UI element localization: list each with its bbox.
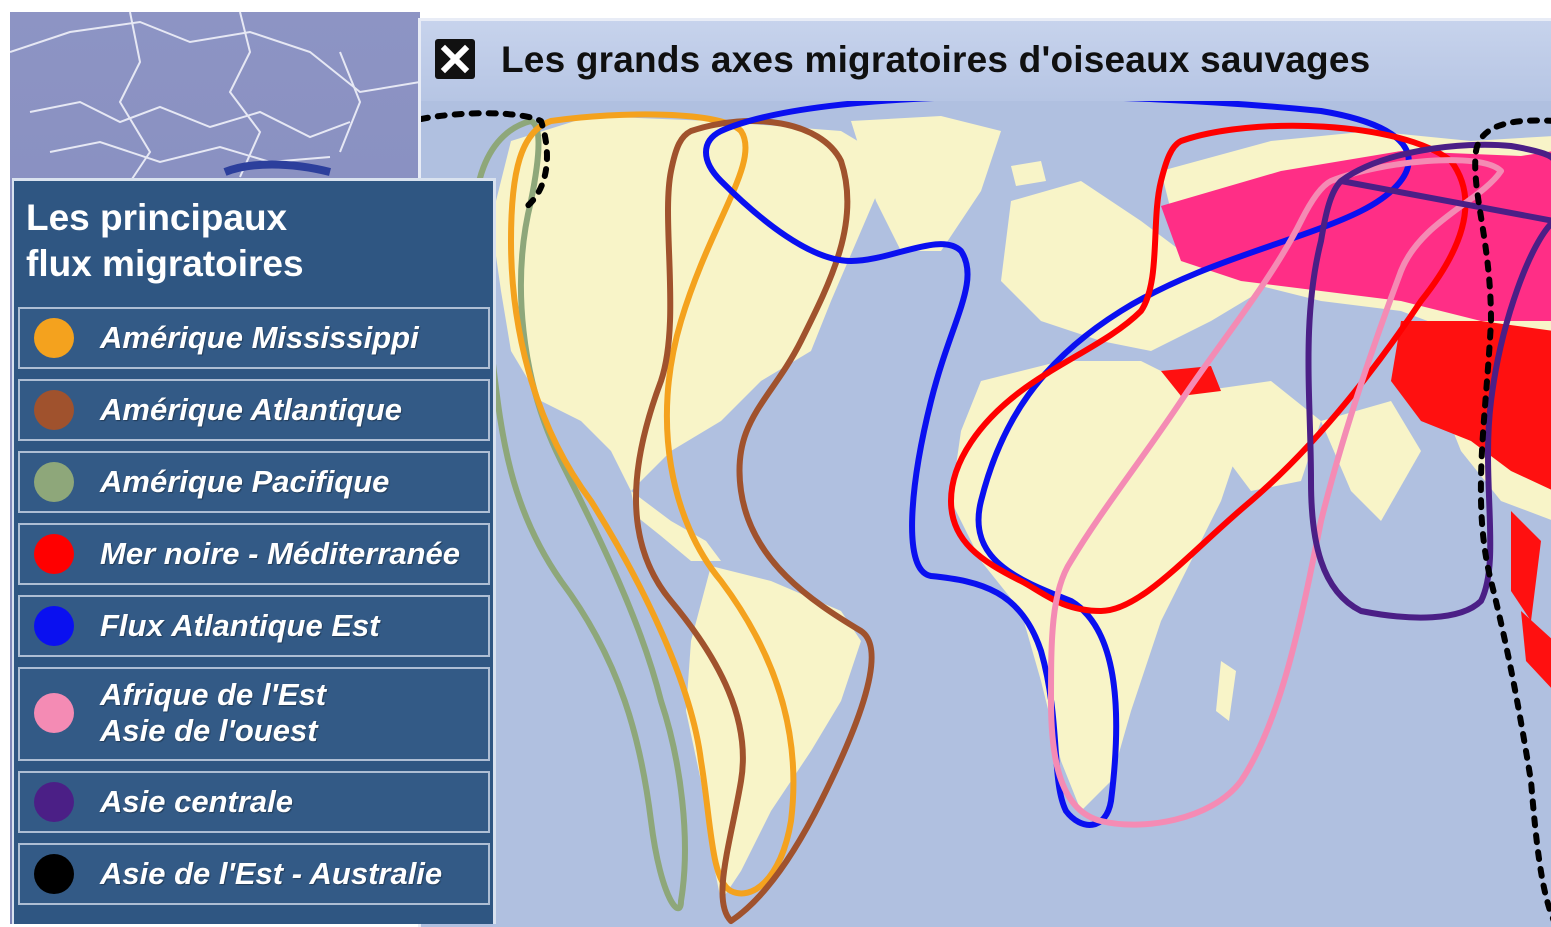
legend-dot <box>34 390 74 430</box>
legend-item-label: Mer noire - Méditerranée <box>100 536 460 572</box>
legend-dot <box>34 782 74 822</box>
legend-panel: Les principaux flux migratoires Amérique… <box>12 178 496 924</box>
legend-item-label-line1: Afrique de l'Est <box>100 677 326 713</box>
legend-item-label: Afrique de l'Est Asie de l'ouest <box>100 677 326 749</box>
legend-item-afrique-est-asie-ouest[interactable]: Afrique de l'Est Asie de l'ouest <box>18 667 490 761</box>
legend-item-asie-centrale[interactable]: Asie centrale <box>18 771 490 833</box>
legend-item-mer-noire-mediterranee[interactable]: Mer noire - Méditerranée <box>18 523 490 585</box>
map-window: Les grands axes migratoires d'oiseaux sa… <box>418 18 1551 927</box>
legend-title-line2: flux migratoires <box>26 241 466 287</box>
legend-dot <box>34 462 74 502</box>
legend-dot <box>34 534 74 574</box>
legend-dot <box>34 854 74 894</box>
legend-dot <box>34 318 74 358</box>
legend-item-label: Amérique Mississippi <box>100 320 419 356</box>
legend-item-label: Amérique Atlantique <box>100 392 402 428</box>
map-title-bar: Les grands axes migratoires d'oiseaux sa… <box>421 21 1551 101</box>
legend-item-label: Asie de l'Est - Australie <box>100 856 442 892</box>
close-icon <box>440 44 470 74</box>
legend-item-label: Asie centrale <box>100 784 293 820</box>
legend-item-asie-est-australie[interactable]: Asie de l'Est - Australie <box>18 843 490 905</box>
legend-item-amerique-mississippi[interactable]: Amérique Mississippi <box>18 307 490 369</box>
legend-item-label-line2: Asie de l'ouest <box>100 713 326 749</box>
legend-dot <box>34 693 74 733</box>
legend-item-label: Flux Atlantique Est <box>100 608 380 644</box>
world-map <box>421 21 1551 927</box>
legend-item-amerique-pacifique[interactable]: Amérique Pacifique <box>18 451 490 513</box>
legend-item-flux-atlantique-est[interactable]: Flux Atlantique Est <box>18 595 490 657</box>
legend-item-label: Amérique Pacifique <box>100 464 389 500</box>
legend-title: Les principaux flux migratoires <box>26 195 466 287</box>
legend-item-amerique-atlantique[interactable]: Amérique Atlantique <box>18 379 490 441</box>
legend-dot <box>34 606 74 646</box>
close-button[interactable] <box>435 39 475 79</box>
map-title: Les grands axes migratoires d'oiseaux sa… <box>501 39 1370 81</box>
legend-title-line1: Les principaux <box>26 195 466 241</box>
